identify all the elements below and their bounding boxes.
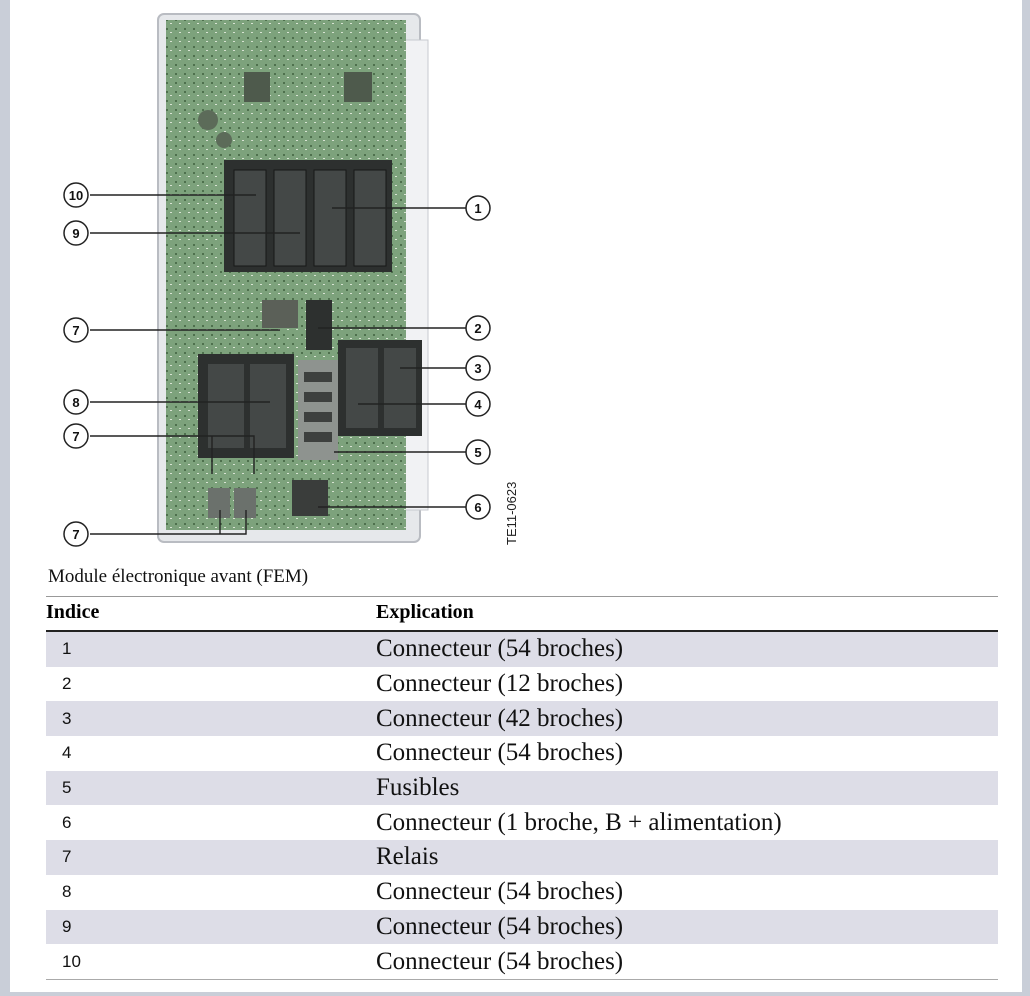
legend-table: Indice Explication 1 Connecteur (54 broc… — [46, 596, 998, 980]
relay-7-bottom-a — [208, 488, 230, 518]
row-index: 2 — [62, 674, 72, 694]
row-index: 1 — [46, 631, 376, 667]
callout-4-label: 4 — [474, 397, 482, 412]
callout-7-label: 7 — [72, 527, 79, 542]
callout-5-label: 5 — [474, 445, 481, 460]
row-explanation: Fusibles — [376, 770, 998, 806]
connector-2 — [306, 300, 332, 350]
figure-code: TE11-0623 — [504, 482, 519, 545]
row-explanation: Connecteur (42 broches) — [376, 701, 998, 737]
callout-3-label: 3 — [474, 361, 481, 376]
row-explanation: Connecteur (54 broches) — [376, 631, 998, 667]
fem-module-figure: 10 9 1 7 2 3 8 — [48, 0, 528, 560]
connector-4 — [346, 348, 378, 428]
connector-6 — [292, 480, 328, 516]
row-explanation: Connecteur (1 broche, B + alimentation) — [376, 808, 782, 836]
connector-10 — [233, 169, 267, 267]
connector-1b — [353, 169, 387, 267]
table-row: 3 Connecteur (42 broches) — [46, 701, 998, 737]
callout-3: 3 — [465, 355, 491, 381]
row-index: 10 — [46, 944, 376, 980]
callout-10: 10 — [63, 182, 89, 208]
callout-7-middle: 7 — [63, 423, 89, 449]
relay-7-bottom-b — [234, 488, 256, 518]
row-explanation: Connecteur (12 broches) — [376, 670, 624, 698]
fem-module-illustration: 10 9 1 7 2 3 8 — [63, 13, 519, 547]
connector-1a — [313, 169, 347, 267]
row-index: 3 — [46, 701, 376, 737]
callout-6: 6 — [465, 494, 491, 520]
callout-1: 1 — [465, 195, 491, 221]
row-index: 5 — [46, 770, 376, 806]
table-row: 10 Connecteur (54 broches) — [46, 944, 998, 980]
table-row: 8 Connecteur (54 broches) — [46, 875, 998, 910]
capacitor — [198, 110, 218, 130]
callout-7-label: 7 — [72, 429, 79, 444]
callout-10-label: 10 — [69, 188, 83, 203]
connector-3 — [384, 348, 416, 428]
column-header-index: Indice — [46, 596, 376, 632]
row-index: 7 — [46, 840, 376, 875]
table-row: 1 Connecteur (54 broches) — [46, 631, 998, 667]
fuse — [304, 392, 332, 402]
table-row: 9 Connecteur (54 broches) — [46, 909, 998, 945]
callout-4: 4 — [465, 391, 491, 417]
fuse — [304, 412, 332, 422]
legend-header-row: Indice Explication — [46, 596, 998, 632]
row-explanation: Connecteur (54 broches) — [376, 878, 624, 906]
leader-lines — [90, 194, 468, 535]
row-index: 8 — [62, 882, 72, 902]
capacitor — [216, 132, 232, 148]
callout-7-label: 7 — [72, 323, 79, 338]
callout-1-label: 1 — [474, 201, 481, 216]
fuse — [304, 372, 332, 382]
chip — [244, 72, 270, 102]
document-page: 10 9 1 7 2 3 8 — [10, 0, 1022, 992]
relay-7-top — [262, 300, 298, 328]
row-explanation: Connecteur (54 broches) — [376, 944, 998, 980]
column-header-explanation: Explication — [376, 596, 998, 632]
fuse — [304, 432, 332, 442]
table-row: 2 Connecteur (12 broches) — [46, 667, 998, 702]
row-explanation: Connecteur (54 broches) — [376, 739, 624, 767]
table-row: 6 Connecteur (1 broche, B + alimentation… — [46, 805, 998, 840]
row-index: 9 — [46, 909, 376, 945]
table-row: 5 Fusibles — [46, 770, 998, 806]
table-row: 7 Relais — [46, 840, 998, 875]
callout-8-label: 8 — [72, 395, 79, 410]
callout-2: 2 — [465, 315, 491, 341]
row-explanation: Connecteur (54 broches) — [376, 909, 998, 945]
table-row: 4 Connecteur (54 broches) — [46, 736, 998, 771]
callout-2-label: 2 — [474, 321, 481, 336]
connector-8a — [208, 364, 244, 448]
chip — [344, 72, 372, 102]
callout-7-top: 7 — [63, 317, 89, 343]
figure-caption: Module électronique avant (FEM) — [48, 566, 309, 587]
callout-5: 5 — [465, 439, 491, 465]
callout-7-bottom: 7 — [63, 521, 89, 547]
callout-9: 9 — [63, 220, 89, 246]
row-index: 6 — [62, 812, 72, 832]
callout-9-label: 9 — [72, 226, 79, 241]
connector-8b — [250, 364, 286, 448]
callout-6-label: 6 — [474, 500, 481, 515]
row-explanation: Relais — [376, 840, 998, 875]
callout-8: 8 — [63, 389, 89, 415]
row-index: 4 — [62, 743, 72, 763]
connector-9 — [273, 169, 307, 267]
